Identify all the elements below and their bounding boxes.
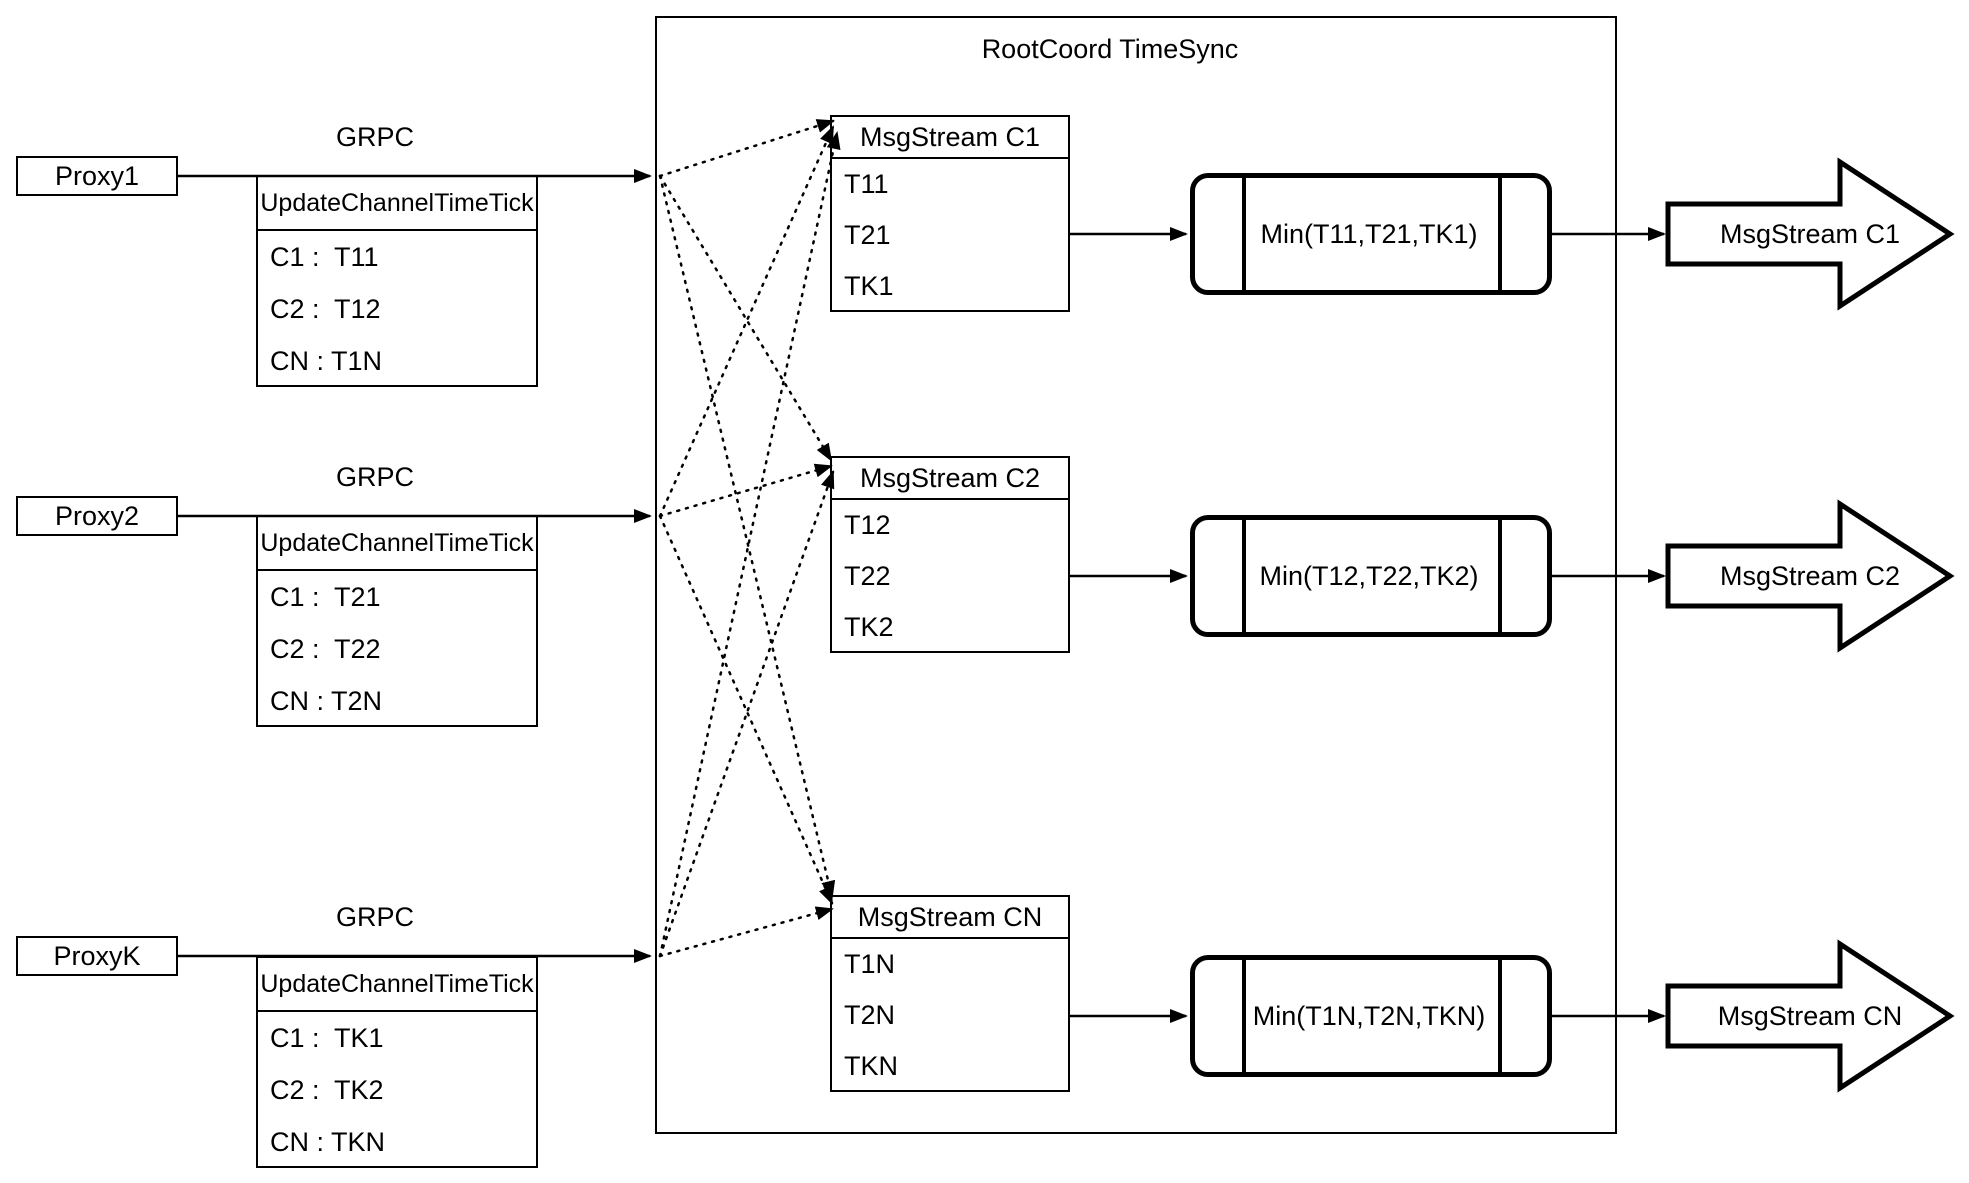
grpc-label-3: GRPC	[335, 901, 414, 932]
update-channel-timetick-table-3: UpdateChannelTimeTick C1 : TK1 C2 : TK2 …	[256, 956, 538, 1168]
min-expression: Min(T12,T22,TK2)	[1259, 560, 1479, 591]
update-channel-timetick-table-1: UpdateChannelTimeTick C1 : T11 C2 : T12 …	[256, 175, 538, 387]
msgstream-c1-header: MsgStream C1	[832, 117, 1068, 159]
tick-value: TK2	[844, 612, 894, 642]
grpc-label-2: GRPC	[335, 461, 414, 492]
msgstream-c1-output-label: MsgStream C1	[1719, 218, 1901, 249]
proxy2-box: Proxy2	[16, 496, 178, 536]
min-node-2: Min(T12,T22,TK2)	[1190, 515, 1552, 637]
msgstream-cn-box: MsgStream CN T1N T2N TKN	[830, 895, 1070, 1092]
msgstream-cn-output-label: MsgStream CN	[1717, 1000, 1903, 1031]
proxy1-box: Proxy1	[16, 156, 178, 196]
min-node-1: Min(T11,T21,TK1)	[1190, 173, 1552, 295]
tick-value: TKN	[844, 1051, 898, 1081]
table-row: C2 : T12	[270, 293, 381, 324]
table-header: UpdateChannelTimeTick	[258, 177, 536, 231]
min-node-divider	[1242, 178, 1246, 290]
grpc-label-1: GRPC	[335, 121, 414, 152]
table-row: C1 : TK1	[270, 1022, 384, 1053]
table-header: UpdateChannelTimeTick	[258, 958, 536, 1012]
msgstream-c1-box: MsgStream C1 T11 T21 TK1	[830, 115, 1070, 312]
min-node-divider	[1242, 960, 1246, 1072]
tick-value: T21	[844, 220, 891, 250]
tick-value: T22	[844, 561, 891, 591]
rootcoord-timesync-title: RootCoord TimeSync	[981, 33, 1239, 64]
min-node-divider	[1498, 178, 1502, 290]
min-expression: Min(T1N,T2N,TKN)	[1252, 1000, 1486, 1031]
table-row: CN : T1N	[270, 345, 383, 376]
min-node-divider	[1242, 520, 1246, 632]
tick-value: T2N	[844, 1000, 896, 1030]
table-row: C2 : TK2	[270, 1074, 384, 1105]
tick-value: T11	[844, 169, 889, 199]
tick-value: T1N	[844, 949, 896, 979]
min-node-divider	[1498, 520, 1502, 632]
tick-value: T12	[844, 510, 891, 540]
tick-value: TK1	[844, 271, 894, 301]
table-row: CN : TKN	[270, 1126, 386, 1157]
proxyk-box: ProxyK	[16, 936, 178, 976]
table-row: CN : T2N	[270, 685, 383, 716]
update-channel-timetick-table-2: UpdateChannelTimeTick C1 : T21 C2 : T22 …	[256, 515, 538, 727]
msgstream-cn-header: MsgStream CN	[832, 897, 1068, 939]
proxy2-label: Proxy2	[54, 500, 140, 531]
proxy1-label: Proxy1	[54, 160, 140, 191]
output-block-arrows	[1665, 157, 1955, 1093]
min-node-3: Min(T1N,T2N,TKN)	[1190, 955, 1552, 1077]
msgstream-c2-box: MsgStream C2 T12 T22 TK2	[830, 456, 1070, 653]
table-row: C2 : T22	[270, 633, 381, 664]
table-header: UpdateChannelTimeTick	[258, 517, 536, 571]
min-node-divider	[1498, 960, 1502, 1072]
proxyk-label: ProxyK	[53, 940, 141, 971]
msgstream-c2-output-label: MsgStream C2	[1719, 560, 1901, 591]
table-row: C1 : T21	[270, 581, 381, 612]
min-expression: Min(T11,T21,TK1)	[1260, 218, 1478, 249]
msgstream-c2-header: MsgStream C2	[832, 458, 1068, 500]
table-row: C1 : T11	[270, 241, 379, 272]
